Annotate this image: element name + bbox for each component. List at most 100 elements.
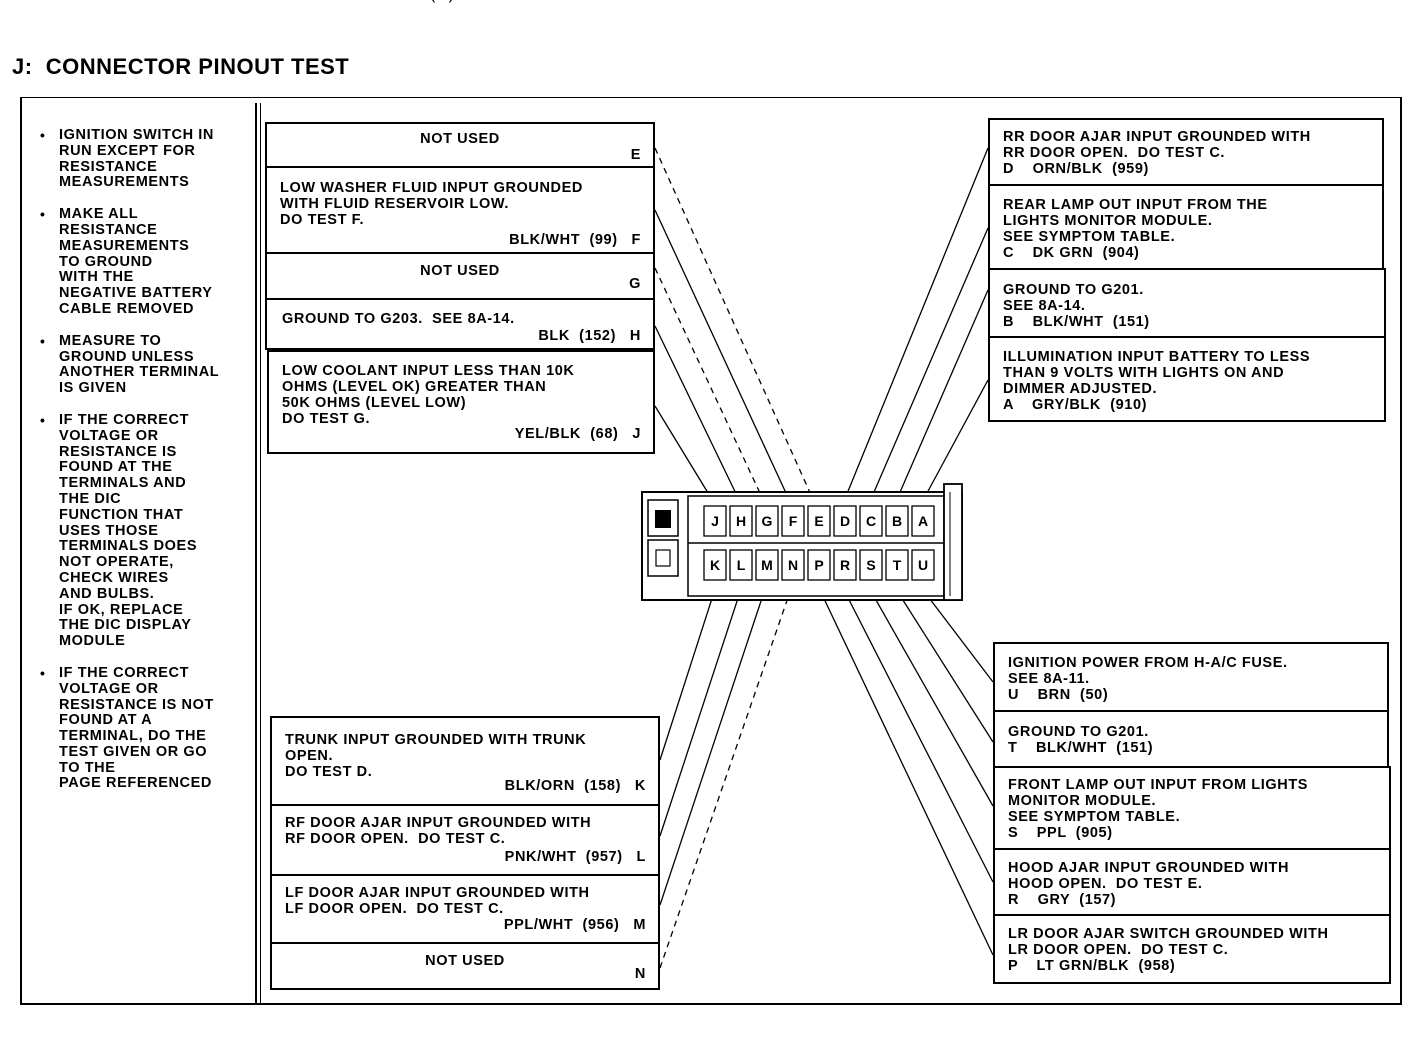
connector-pin-label: A <box>918 513 928 529</box>
connector-pin-cell <box>911 505 935 537</box>
connector-pin-cell <box>703 505 727 537</box>
pin-description: LR DOOR AJAR SWITCH GROUNDED WITH LR DOO… <box>1008 926 1329 974</box>
pin-description: GROUND TO G201. SEE 8A-14. B BLK/WHT (15… <box>1003 282 1150 330</box>
connector-pin-cell <box>781 505 805 537</box>
page-header-fragment: (...) <box>430 0 454 4</box>
connector-pin-cell <box>833 549 857 581</box>
wire-t <box>893 585 994 743</box>
connector-pin-label: H <box>736 513 746 529</box>
wire-l <box>659 585 743 837</box>
connector-pin-label: K <box>710 557 720 573</box>
wire-b <box>893 289 989 507</box>
pin-description: LOW COOLANT INPUT LESS THAN 10K OHMS (LE… <box>282 363 575 427</box>
pin-box-s: FRONT LAMP OUT INPUT FROM LIGHTS MONITOR… <box>993 766 1391 850</box>
wire-c <box>867 227 989 507</box>
note-item: IGNITION SWITCH IN RUN EXCEPT FOR RESIST… <box>40 127 250 191</box>
wire-a <box>919 379 989 507</box>
wire-color: PPL/WHT (956) M <box>503 917 646 933</box>
pin-description: HOOD AJAR INPUT GROUNDED WITH HOOD OPEN.… <box>1008 860 1290 908</box>
wire-k <box>659 585 717 761</box>
pin-description: NOT USED <box>425 953 505 969</box>
pin-description: ILLUMINATION INPUT BATTERY TO LESS THAN … <box>1003 349 1311 413</box>
connector-pin-cell <box>885 549 909 581</box>
wire-f <box>654 209 793 507</box>
pin-description: TRUNK INPUT GROUNDED WITH TRUNK OPEN. DO… <box>285 732 587 780</box>
pin-description: RR DOOR AJAR INPUT GROUNDED WITH RR DOOR… <box>1003 129 1311 177</box>
pin-description: LOW WASHER FLUID INPUT GROUNDED WITH FLU… <box>280 180 583 228</box>
pin-box-k: TRUNK INPUT GROUNDED WITH TRUNK OPEN. DO… <box>270 716 660 806</box>
connector-pin-cell <box>911 549 935 581</box>
pin-description: GROUND TO G201. T BLK/WHT (151) <box>1008 724 1154 756</box>
pin-description: LF DOOR AJAR INPUT GROUNDED WITH LF DOOR… <box>285 885 590 917</box>
wire-color: BLK/WHT (99) F <box>509 232 641 248</box>
pin-description: FRONT LAMP OUT INPUT FROM LIGHTS MONITOR… <box>1008 777 1309 841</box>
connector-pin-label: L <box>737 557 746 573</box>
pin-description: IGNITION POWER FROM H-A/C FUSE. SEE 8A-1… <box>1008 655 1288 703</box>
connector-pin-cell <box>859 549 883 581</box>
wire-color: PNK/WHT (957) L <box>504 849 646 865</box>
connector-pin-cell <box>755 505 779 537</box>
connector-pin-label: N <box>788 557 798 573</box>
pin-description: NOT USED <box>420 131 500 147</box>
connector-pin-label: J <box>711 513 719 529</box>
connector-pin-label: U <box>918 557 928 573</box>
pin-box-g: NOT USED G <box>265 252 655 300</box>
connector-pin-cell <box>781 549 805 581</box>
connector-pin-label: D <box>840 513 850 529</box>
connector-pin-cell <box>807 549 831 581</box>
connector-pin-label: B <box>892 513 902 529</box>
connector-pin-cell <box>859 505 883 537</box>
connector-body <box>641 483 963 601</box>
pin-box-l: RF DOOR AJAR INPUT GROUNDED WITH RF DOOR… <box>270 804 660 876</box>
connector-pin-label: F <box>789 513 798 529</box>
connector-pin-cell <box>729 505 753 537</box>
pin-letter: N <box>634 966 646 982</box>
wire-p <box>817 585 994 956</box>
wire-m <box>659 585 767 906</box>
note-item: MAKE ALL RESISTANCE MEASUREMENTS TO GROU… <box>40 206 250 318</box>
note-item: MEASURE TO GROUND UNLESS ANOTHER TERMINA… <box>40 333 250 397</box>
connector-pin-label: G <box>762 513 773 529</box>
wire-h <box>654 325 743 507</box>
pin-box-r: HOOD AJAR INPUT GROUNDED WITH HOOD OPEN.… <box>993 848 1391 916</box>
connector-pin-label: E <box>814 513 823 529</box>
connector-pin-cell <box>729 549 753 581</box>
pin-box-u: IGNITION POWER FROM H-A/C FUSE. SEE 8A-1… <box>993 642 1389 712</box>
wire-color: BLK (152) H <box>538 328 641 344</box>
pin-box-c: REAR LAMP OUT INPUT FROM THE LIGHTS MONI… <box>988 184 1384 270</box>
notes-panel: IGNITION SWITCH IN RUN EXCEPT FOR RESIST… <box>40 127 250 808</box>
wire-s <box>867 585 994 807</box>
pin-box-b: GROUND TO G201. SEE 8A-14. B BLK/WHT (15… <box>988 268 1386 338</box>
pin-box-h: GROUND TO G203. SEE 8A-14. BLK (152) H <box>265 298 655 350</box>
connector-pin-label: C <box>866 513 876 529</box>
connector-pin-cell <box>703 549 727 581</box>
note-item: IF THE CORRECT VOLTAGE OR RESISTANCE IS … <box>40 665 250 792</box>
wire-d <box>841 147 989 507</box>
connector-pin-cell <box>807 505 831 537</box>
pin-description: REAR LAMP OUT INPUT FROM THE LIGHTS MONI… <box>1003 197 1268 261</box>
pin-box-p: LR DOOR AJAR SWITCH GROUNDED WITH LR DOO… <box>993 914 1391 984</box>
pin-letter: G <box>629 276 641 292</box>
wire-u <box>919 585 994 683</box>
pin-box-m: LF DOOR AJAR INPUT GROUNDED WITH LF DOOR… <box>270 874 660 944</box>
wire-g <box>654 267 767 507</box>
wire-color: YEL/BLK (68) J <box>514 426 641 442</box>
connector-pin-label: P <box>814 557 823 573</box>
pin-box-d: RR DOOR AJAR INPUT GROUNDED WITH RR DOOR… <box>988 118 1384 186</box>
notes-divider <box>255 103 261 1005</box>
connector-pin-label: S <box>866 557 875 573</box>
wire-n <box>659 585 793 969</box>
wire-color: BLK/ORN (158) K <box>504 778 646 794</box>
pin-box-j: LOW COOLANT INPUT LESS THAN 10K OHMS (LE… <box>267 350 655 454</box>
pin-box-a: ILLUMINATION INPUT BATTERY TO LESS THAN … <box>988 336 1386 422</box>
connector-pin-label: T <box>893 557 902 573</box>
pin-description: GROUND TO G203. SEE 8A-14. <box>282 311 515 327</box>
connector-pin-label: M <box>761 557 773 573</box>
pin-letter: E <box>630 147 641 163</box>
pin-description: RF DOOR AJAR INPUT GROUNDED WITH RF DOOR… <box>285 815 592 847</box>
connector-pin-cell <box>755 549 779 581</box>
wire-j <box>654 405 717 507</box>
